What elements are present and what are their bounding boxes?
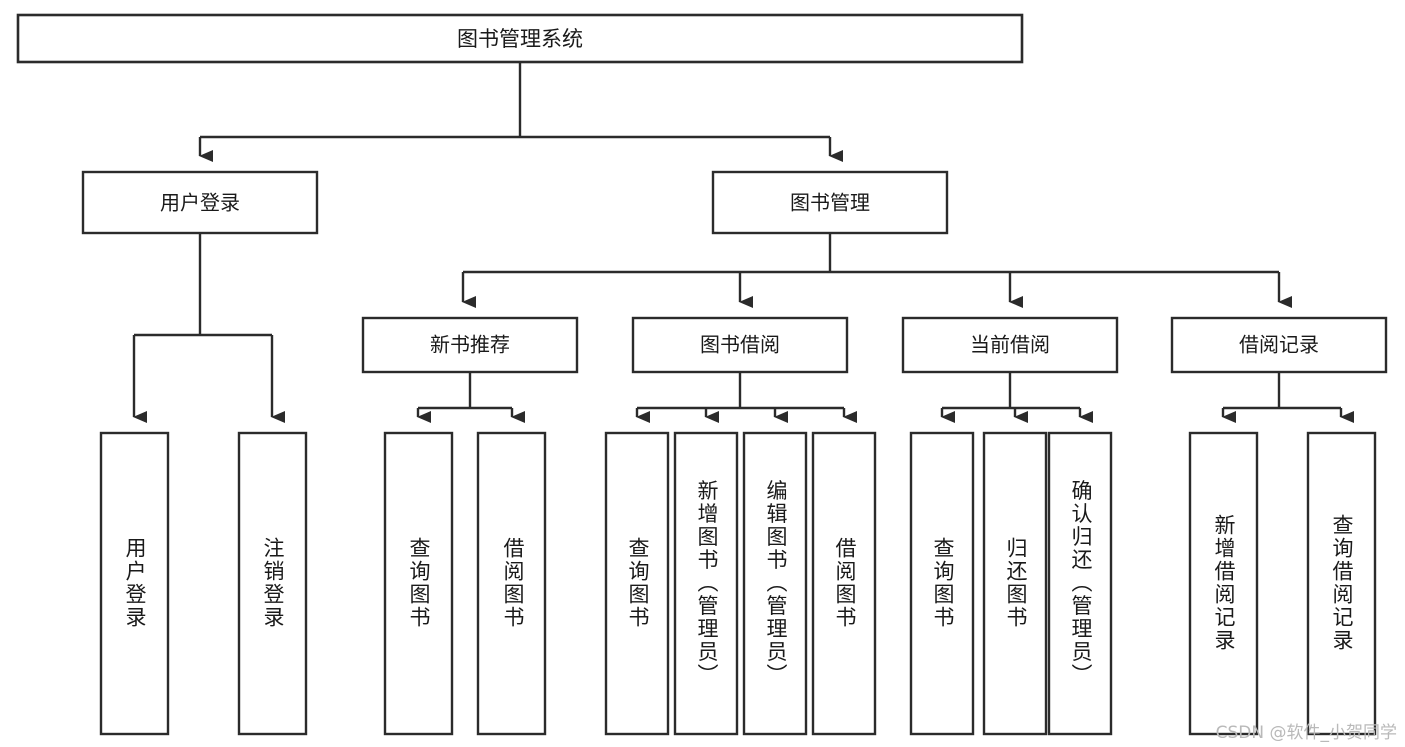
node-new-book-recommend-label: 新书推荐 <box>430 333 510 357</box>
node-user-login-label: 用户登录 <box>160 191 240 215</box>
leaf-add-borrow-record-label: 新增借阅记录 <box>1212 514 1236 652</box>
leaf-borrow-book[interactable]: 借阅图书 <box>811 431 877 736</box>
node-root-label: 图书管理系统 <box>457 27 583 51</box>
leaf-return-book-box[interactable] <box>982 431 1048 736</box>
leaf-add-borrow-record-box[interactable] <box>1188 431 1259 736</box>
leaf-borrow-query-book-box[interactable] <box>604 431 670 736</box>
node-book-management-label: 图书管理 <box>790 191 870 215</box>
leaf-edit-book-admin[interactable]: 编辑图书（管理员） <box>742 431 808 736</box>
node-book-borrow-label: 图书借阅 <box>700 333 780 357</box>
node-current-borrow-label: 当前借阅 <box>970 333 1050 357</box>
node-current-borrow-box[interactable] <box>901 316 1119 374</box>
leaf-newbook-borrow-book-label: 借阅图书 <box>501 537 525 629</box>
connector-layer <box>132 62 1354 423</box>
leaf-current-query-book[interactable]: 查询图书 <box>909 431 975 736</box>
node-borrow-record[interactable]: 借阅记录 <box>1170 316 1388 374</box>
leaf-add-borrow-record[interactable]: 新增借阅记录 <box>1188 431 1259 736</box>
node-book-management[interactable]: 图书管理 <box>711 170 949 235</box>
leaf-newbook-borrow-book-box[interactable] <box>476 431 547 736</box>
leaf-confirm-return-admin-label: 确认归还（管理员） <box>1069 480 1093 687</box>
leaf-borrow-query-book-label: 查询图书 <box>626 537 650 629</box>
leaf-query-borrow-record[interactable]: 查询借阅记录 <box>1306 431 1377 736</box>
leaf-newbook-borrow-book[interactable]: 借阅图书 <box>476 431 547 736</box>
leaf-add-book-admin-label: 新增图书（管理员） <box>695 480 719 687</box>
leaf-current-query-book-label: 查询图书 <box>931 537 955 629</box>
leaf-newbook-query-book-box[interactable] <box>383 431 454 736</box>
node-current-borrow[interactable]: 当前借阅 <box>901 316 1119 374</box>
node-user-login[interactable]: 用户登录 <box>81 170 319 235</box>
leaf-logout-label: 注销登录 <box>261 537 285 629</box>
node-new-book-recommend-box[interactable] <box>361 316 579 374</box>
leaf-add-book-admin-box[interactable] <box>673 431 739 736</box>
leaf-borrow-book-label: 借阅图书 <box>833 537 857 629</box>
node-book-borrow[interactable]: 图书借阅 <box>631 316 849 374</box>
leaf-confirm-return-admin[interactable]: 确认归还（管理员） <box>1047 431 1113 736</box>
leaf-logout[interactable]: 注销登录 <box>237 431 308 736</box>
node-borrow-record-label: 借阅记录 <box>1239 333 1319 357</box>
node-new-book-recommend[interactable]: 新书推荐 <box>361 316 579 374</box>
leaf-user-login[interactable]: 用户登录 <box>99 431 170 736</box>
node-root-box[interactable] <box>16 13 1024 64</box>
leaf-borrow-query-book[interactable]: 查询图书 <box>604 431 670 736</box>
node-borrow-record-box[interactable] <box>1170 316 1388 374</box>
leaf-query-borrow-record-label: 查询借阅记录 <box>1330 514 1354 652</box>
leaf-borrow-book-box[interactable] <box>811 431 877 736</box>
leaf-edit-book-admin-box[interactable] <box>742 431 808 736</box>
node-book-borrow-box[interactable] <box>631 316 849 374</box>
leaf-add-book-admin[interactable]: 新增图书（管理员） <box>673 431 739 736</box>
leaf-current-query-book-box[interactable] <box>909 431 975 736</box>
leaf-return-book-label: 归还图书 <box>1004 537 1028 629</box>
node-root[interactable]: 图书管理系统 <box>16 13 1024 64</box>
leaf-user-login-box[interactable] <box>99 431 170 736</box>
leaf-confirm-return-admin-box[interactable] <box>1047 431 1113 736</box>
leaf-edit-book-admin-label: 编辑图书（管理员） <box>764 480 788 687</box>
leaf-newbook-query-book[interactable]: 查询图书 <box>383 431 454 736</box>
leaf-logout-box[interactable] <box>237 431 308 736</box>
node-book-management-box[interactable] <box>711 170 949 235</box>
node-user-login-box[interactable] <box>81 170 319 235</box>
leaf-return-book[interactable]: 归还图书 <box>982 431 1048 736</box>
leaf-newbook-query-book-label: 查询图书 <box>407 537 431 629</box>
leaf-user-login-label: 用户登录 <box>123 537 147 629</box>
leaf-query-borrow-record-box[interactable] <box>1306 431 1377 736</box>
